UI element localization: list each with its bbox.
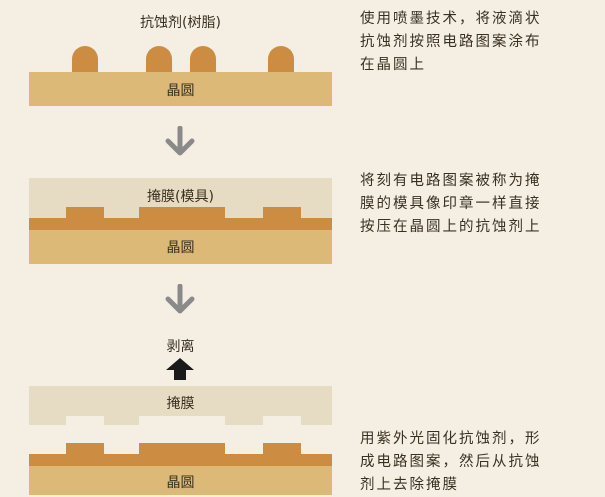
mold-tooth <box>104 415 139 425</box>
resist-layer <box>29 218 332 230</box>
resist-droplet <box>190 46 216 74</box>
resist-bump <box>66 207 104 219</box>
resist-layer <box>29 454 332 466</box>
resist-bump <box>263 207 301 219</box>
resist-droplet <box>72 46 98 74</box>
step2-caption: 将刻有电路图案被称为掩 膜的模具像印章一样直接 按压在晶圆上的抗蚀剂上 <box>360 173 542 235</box>
wafer-label: 晶圆 <box>166 475 195 491</box>
mold-tooth <box>301 415 332 425</box>
mold-label: 掩膜 <box>166 396 195 412</box>
mold <box>29 386 332 416</box>
step3-caption: 用紫外光固化抗蚀剂，形 成电路图案，然后从抗蚀 剂上去除掩膜 <box>360 431 542 493</box>
wafer-label: 晶圆 <box>166 240 195 256</box>
step1-caption: 使用喷墨技术，将液滴状 抗蚀剂按照电路图案涂布 在晶圆上 <box>360 11 542 73</box>
wafer-label: 晶圆 <box>166 83 195 99</box>
mold-tooth <box>225 415 263 425</box>
resist-bump <box>139 207 225 219</box>
mold-tooth <box>29 415 66 425</box>
resist-label: 抗蚀剂(树脂) <box>140 15 221 31</box>
resist-bump <box>139 443 225 455</box>
resist-bump <box>66 443 104 455</box>
wafer <box>29 230 332 264</box>
resist-bump <box>263 443 301 455</box>
arrow-down-icon <box>163 284 197 316</box>
peel-label: 剥离 <box>166 339 195 355</box>
arrow-down-icon <box>163 126 197 158</box>
mold-label: 掩膜(模具) <box>147 189 214 205</box>
resist-droplet <box>268 46 294 74</box>
arrow-up-icon <box>165 357 195 381</box>
wafer <box>29 72 332 106</box>
wafer <box>29 466 332 495</box>
resist-droplet <box>146 46 172 74</box>
